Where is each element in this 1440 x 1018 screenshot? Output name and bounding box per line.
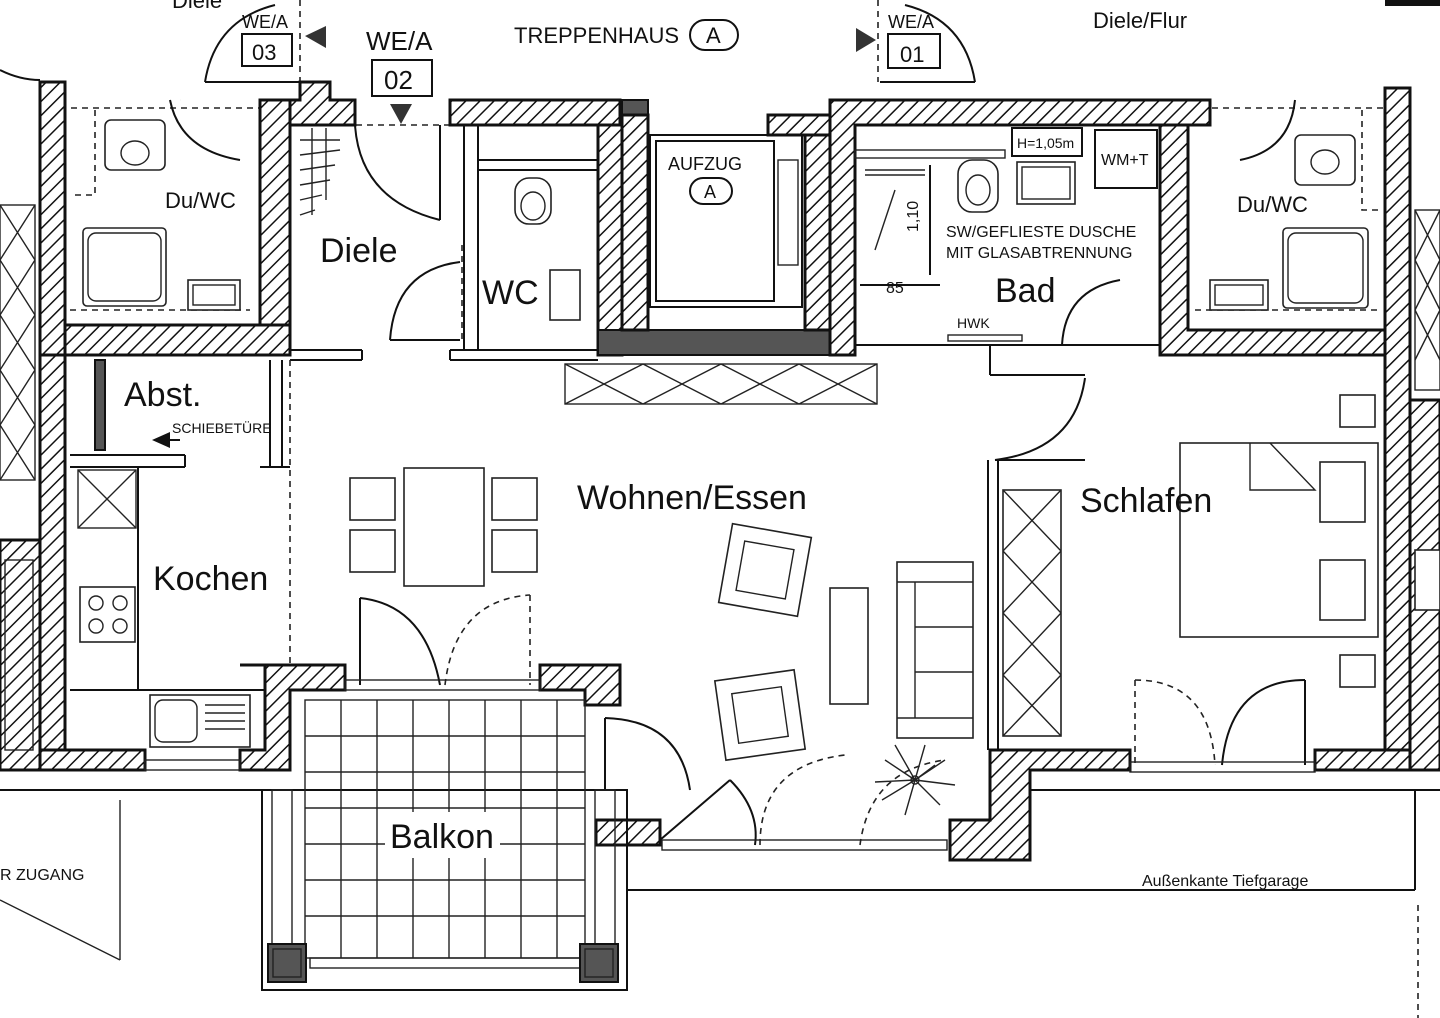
sofa [896, 561, 974, 739]
bad-room: H=1,05m WM+T 1,10 85 SW/GEFLIESTE DUSCHE… [854, 127, 1158, 342]
kitchen: Kochen [77, 469, 268, 748]
right-du-wc: Du/WC [1209, 134, 1369, 311]
armchair [717, 522, 813, 618]
wardrobe [1002, 489, 1062, 737]
tiefgarage-label: Außenkante Tiefgarage [1142, 873, 1308, 890]
room-label-abst: Abst. [124, 376, 201, 414]
room-label-bad: Bad [995, 272, 1056, 310]
toilet-icon [1294, 134, 1356, 186]
room-label-wc: WC [482, 274, 539, 312]
nightstand [1339, 394, 1376, 428]
dim-110: 1,10 [905, 201, 922, 232]
washbasin-icon [549, 269, 581, 321]
aufzug: AUFZUG A [649, 134, 803, 308]
coffee-table [829, 587, 869, 705]
balkon: Balkon [261, 699, 628, 991]
unit-tag-we-a-03: WE/A 03 [241, 12, 326, 67]
arrow-right-icon [856, 28, 876, 52]
toilet-icon [104, 119, 166, 171]
zugang-label: R ZUGANG [0, 867, 84, 884]
toilet-icon [514, 177, 552, 225]
plant-icon [874, 744, 956, 816]
doors [169, 99, 1306, 846]
stove-icon [79, 586, 136, 643]
room-label-diele-top: Diele [172, 0, 222, 13]
living-set: Wohnen/Essen [577, 479, 974, 816]
wc-room: WC [482, 177, 581, 321]
exterior: R ZUGANG Außenkante Tiefgarage [0, 789, 1440, 1018]
walls [38, 80, 1412, 862]
unit-tag-label: WE/A [888, 12, 934, 32]
dining-table [403, 467, 485, 587]
shower-note-2: MIT GLASABTRENNUNG [946, 245, 1132, 262]
treppenhaus-text: TREPPENHAUS [514, 23, 679, 48]
room-label-du-wc-left: Du/WC [165, 188, 236, 213]
room-label-diele-flur: Diele/Flur [1093, 8, 1187, 33]
top-landing [0, 0, 1440, 126]
dim-85: 85 [886, 280, 904, 297]
arrow-left-icon [152, 432, 170, 448]
unit-tag-label: WE/A [366, 26, 433, 56]
stair-icon [299, 128, 341, 216]
unit-number: 02 [384, 65, 413, 95]
room-label-schlafen: Schlafen [1080, 482, 1212, 520]
left-du-wc: Du/WC [82, 119, 241, 311]
schiebetuere-label: SCHIEBETÜRE [172, 419, 272, 436]
shower-note-1: SW/GEFLIESTE DUSCHE [946, 224, 1136, 241]
pillow [1319, 461, 1366, 523]
wm-t-label: WM+T [1101, 152, 1149, 169]
unit-number: 01 [900, 42, 924, 67]
windows [144, 679, 1316, 851]
arrow-down-icon [390, 104, 412, 124]
unit-number: 03 [252, 40, 276, 65]
wardrobe-strip [564, 363, 878, 405]
room-label-diele: Diele [320, 232, 397, 270]
treppenhaus-label: TREPPENHAUS A [514, 19, 739, 51]
pillow [1319, 559, 1366, 621]
height-note: H=1,05m [1017, 135, 1074, 151]
unit-tag-we-a-02: WE/A 02 [366, 26, 433, 124]
aufzug-label: AUFZUG [668, 154, 742, 174]
arrow-left-icon [305, 26, 326, 48]
room-label-balkon: Balkon [390, 818, 494, 856]
elevator-cabin [649, 134, 803, 308]
dining-set [349, 467, 538, 587]
unit-tag-we-a-01: WE/A 01 [856, 12, 941, 69]
unit-tag-label: WE/A [242, 12, 288, 32]
room-label-kochen: Kochen [153, 560, 268, 598]
shower-tray-icon [1282, 227, 1369, 309]
edge-elements [0, 204, 1440, 772]
toilet-icon [957, 159, 999, 213]
washbasin-icon [1016, 161, 1076, 205]
partitions [64, 110, 1380, 750]
room-label-wohnen-essen: Wohnen/Essen [577, 479, 807, 517]
armchair [713, 668, 807, 762]
bedroom: Schlafen [1002, 394, 1379, 737]
shower-tray-icon [82, 227, 167, 307]
treppenhaus-badge: A [706, 23, 721, 48]
hwk-label: HWK [957, 315, 990, 331]
aufzug-badge: A [704, 182, 716, 202]
abst-room: Abst. SCHIEBETÜRE [124, 376, 272, 448]
room-label-du-wc-right: Du/WC [1237, 192, 1308, 217]
nightstand [1339, 654, 1376, 688]
